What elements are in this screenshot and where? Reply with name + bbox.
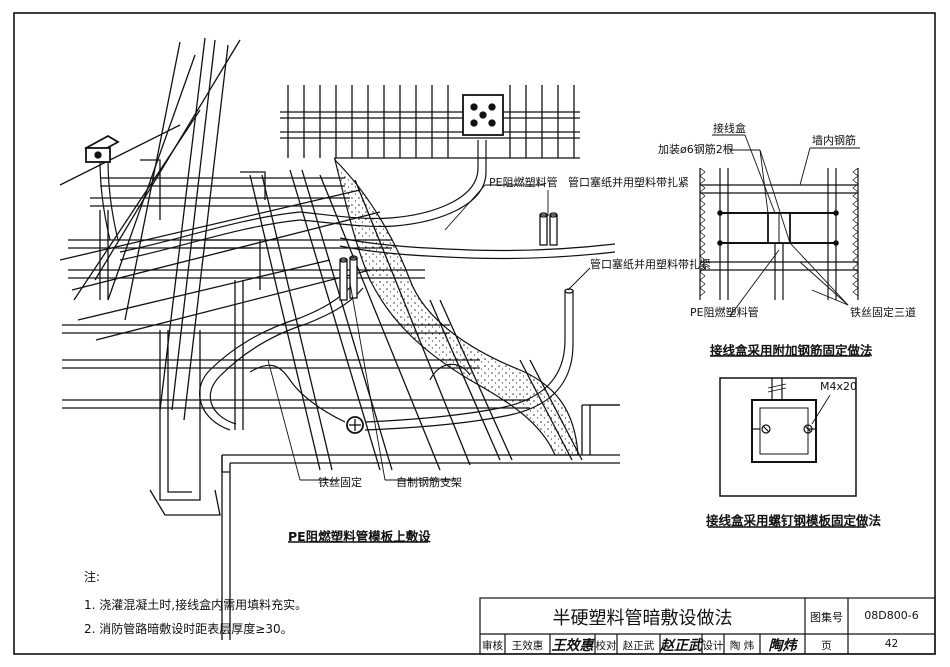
detail-screw-fixing — [708, 377, 866, 528]
design-signature: 陶炜 — [768, 638, 797, 654]
label-pipe-plug-top: 管口塞纸并用塑料带扎紧 — [568, 176, 689, 189]
wall-top-edge — [334, 157, 580, 160]
caption-detail-screw: 接线盒采用螺钉钢模板固定做法 — [706, 513, 882, 528]
label-wire-fix: 铁丝固定 — [318, 476, 362, 489]
drawing-title: 半硬塑料管暗敷设做法 — [552, 608, 733, 629]
label-self-support: 自制钢筋支架 — [396, 476, 462, 489]
atlas-number: 08D800-6 — [864, 609, 919, 622]
atlas-label: 图集号 — [810, 611, 843, 624]
sheet-border — [13, 12, 936, 655]
main-leaders — [267, 184, 591, 481]
detail-rebar-fixing — [699, 134, 870, 357]
top-rebar-grid — [280, 85, 580, 158]
label-pipe-plug-right: 管口塞纸并用塑料带扎紧 — [590, 258, 711, 271]
junction-box-left — [84, 134, 120, 163]
pipe-plugs — [339, 212, 574, 301]
label-pe-pipe: PE阻燃塑料管 — [489, 176, 558, 189]
concrete-section — [333, 158, 579, 456]
check-name: 赵正武 — [622, 640, 655, 652]
check-signature: 赵正武 — [660, 638, 702, 654]
caption-main: PE阻燃塑料管模板上敷设 — [288, 529, 431, 544]
review-name: 王效惠 — [511, 640, 544, 652]
design-name: 陶 炜 — [729, 640, 755, 652]
note-item-1: 1. 浇灌混凝土时,接线盒内需用填料充实。 — [84, 598, 308, 612]
junction-box-bottom — [346, 416, 364, 434]
rebar-support-frames — [99, 159, 266, 516]
label-wall-rebar: 墙内钢筋 — [812, 134, 856, 147]
pe-pipes — [99, 140, 616, 431]
note-item-2: 2. 消防管路暗敷设时距表层厚度≥30。 — [84, 622, 293, 636]
slab-front-edge — [221, 455, 230, 473]
page-label: 页 — [821, 640, 832, 652]
slab-rebars — [62, 177, 530, 409]
notes-heading: 注: — [84, 570, 101, 584]
label-screw: M4x20 — [820, 380, 857, 393]
junction-box-top — [462, 94, 504, 136]
review-label: 审核 — [482, 640, 503, 652]
check-label: 校对 — [595, 640, 617, 652]
label-wire-three: 铁丝固定三道 — [850, 306, 916, 319]
title-block-lines — [479, 597, 936, 655]
review-signature: 王效惠 — [551, 638, 594, 654]
main-drawing — [59, 37, 620, 640]
label-extra-rebar: 加装ø6钢筋2根 — [658, 143, 734, 156]
design-label: 设计 — [702, 640, 724, 652]
label-detail-pe-pipe: PE阻燃塑料管 — [690, 306, 759, 319]
page-number: 42 — [884, 638, 899, 650]
label-junction-box: 接线盒 — [713, 122, 746, 135]
caption-detail-rebar: 接线盒采用附加钢筋固定做法 — [710, 343, 873, 358]
